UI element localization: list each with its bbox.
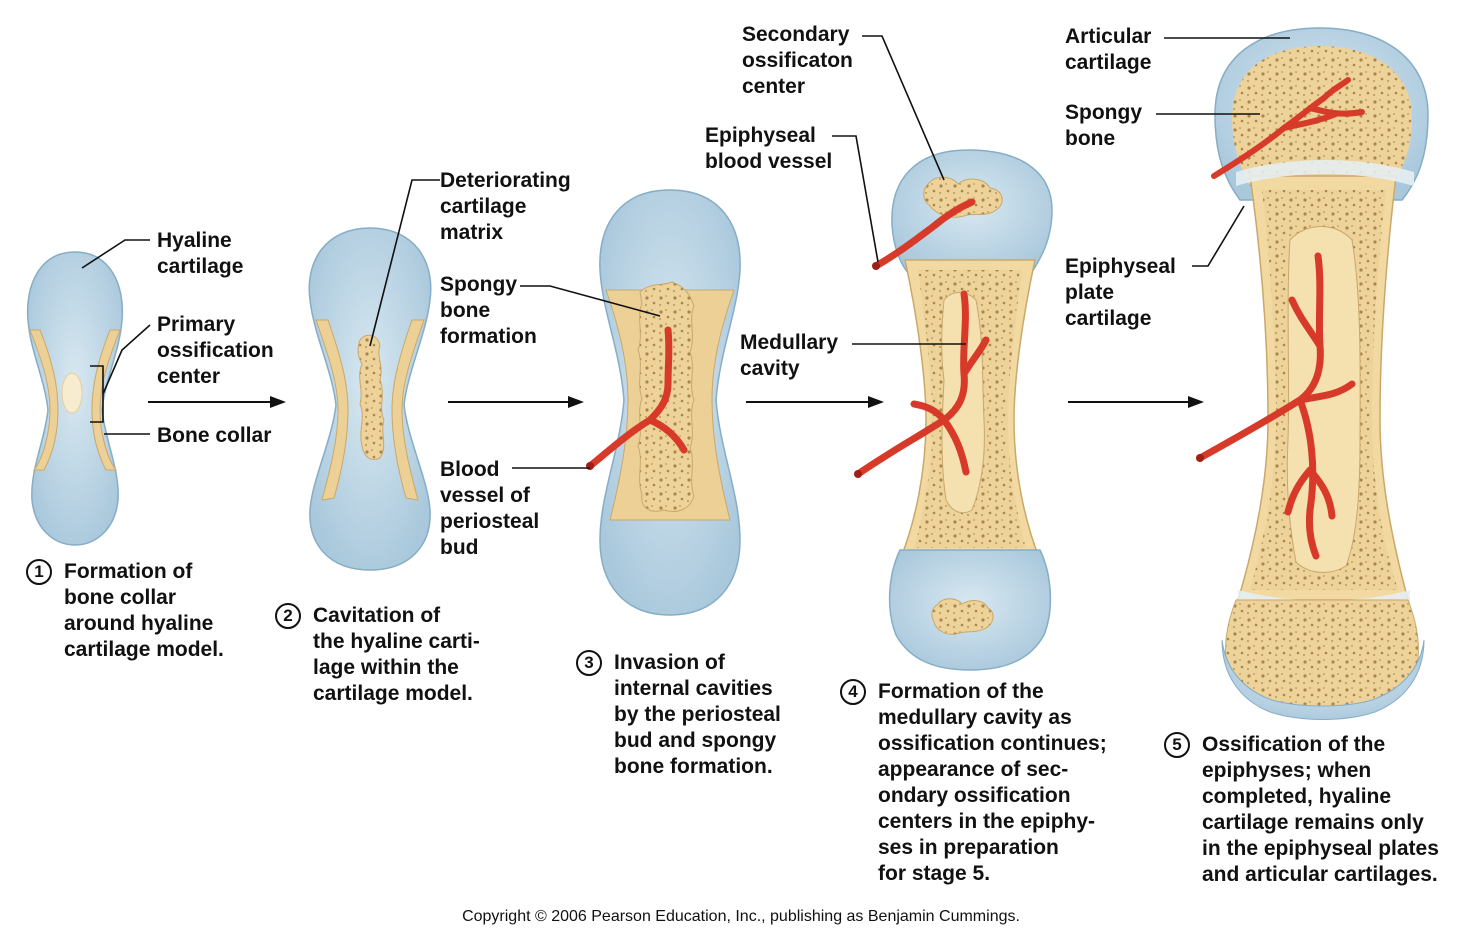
stage-1-bone bbox=[26, 251, 124, 546]
epiphyseal-plate-proximal bbox=[1236, 160, 1414, 186]
stage-4-leaders bbox=[832, 35, 966, 345]
stage-1-leaders bbox=[81, 239, 151, 435]
arrow-3-to-4 bbox=[746, 396, 884, 408]
caption-text-5: Ossification of the epiphyses; when comp… bbox=[1202, 733, 1439, 886]
stage-2-bone-collar-left bbox=[315, 319, 349, 501]
stage-2-bone-collar-right bbox=[391, 319, 425, 501]
stage-1-bone-collar bbox=[29, 329, 59, 471]
label-hyaline-cartilage: Hyaline cartilage bbox=[157, 229, 244, 278]
copyright-notice: Copyright © 2006 Pearson Education, Inc.… bbox=[462, 908, 1020, 925]
label-spongy-bone-formation: Spongy bone formation bbox=[440, 273, 537, 348]
step-number-5: 5 bbox=[1164, 732, 1190, 758]
stage-5-vessel-end bbox=[1196, 454, 1204, 462]
stage-2-bone bbox=[308, 227, 432, 571]
label-medullary-cavity: Medullary cavity bbox=[740, 331, 839, 380]
stage-5-medullary-cavity bbox=[1286, 226, 1361, 573]
label-secondary-ossification-center: Secondary ossificaton center bbox=[742, 23, 853, 98]
step-number-4: 4 bbox=[840, 679, 866, 705]
stage-3-periosteal-vessel bbox=[586, 326, 688, 470]
stage-5-leaders bbox=[1156, 37, 1290, 267]
secondary-ossification-center-proximal bbox=[923, 176, 1003, 218]
caption-text-2: Cavitation of the hyaline carti- lage wi… bbox=[313, 604, 480, 705]
label-primary-ossification-center: Primary ossification center bbox=[157, 313, 274, 388]
stage-4-vessel-end bbox=[854, 470, 862, 478]
stage-4-bone bbox=[854, 149, 1053, 671]
stage-3-leaders bbox=[512, 285, 661, 469]
secondary-ossification-center-distal bbox=[931, 598, 994, 635]
articular-cartilage-bottom bbox=[1221, 639, 1425, 720]
step-number-3: 3 bbox=[576, 650, 602, 676]
arrow-1-to-2 bbox=[148, 396, 286, 408]
caption-text-4: Formation of the medullary cavity as oss… bbox=[878, 680, 1107, 885]
caption-text-3: Invasion of internal cavities by the per… bbox=[614, 651, 781, 778]
label-bone-collar: Bone collar bbox=[157, 424, 272, 447]
arrow-4-to-5 bbox=[1068, 396, 1204, 408]
stage-4-epiphyseal-vessel bbox=[872, 198, 976, 270]
primary-ossification-center bbox=[61, 372, 83, 414]
stage-2-leader bbox=[369, 179, 440, 347]
label-epiphyseal-plate-cartilage: Epiphyseal plate cartilage bbox=[1065, 255, 1176, 330]
stage-2-cavitation bbox=[357, 334, 385, 460]
label-periosteal-bud-vessel: Blood vessel of periosteal bud bbox=[440, 458, 540, 559]
stage-5-periosteal-vessel bbox=[1196, 252, 1356, 560]
step-number-1: 1 bbox=[26, 559, 52, 585]
stage-3-bone bbox=[586, 189, 741, 616]
label-deteriorating-cartilage-matrix: Deteriorating cartilage matrix bbox=[440, 169, 571, 244]
caption-text-1: Formation of bone collar around hyaline … bbox=[64, 560, 224, 661]
step-number-2: 2 bbox=[275, 603, 301, 629]
label-epiphyseal-blood-vessel: Epiphyseal blood vessel bbox=[705, 124, 833, 173]
stage-4-epi-vessel-end bbox=[872, 262, 880, 270]
arrow-2-to-3 bbox=[448, 396, 584, 408]
stage-5-epiphyseal-vessel bbox=[1211, 77, 1365, 179]
label-articular-cartilage: Articular cartilage bbox=[1065, 25, 1152, 74]
label-spongy-bone: Spongy bone bbox=[1065, 101, 1142, 150]
stage-4-periosteal-vessel bbox=[854, 290, 990, 478]
stage-5-bone bbox=[1196, 27, 1429, 720]
